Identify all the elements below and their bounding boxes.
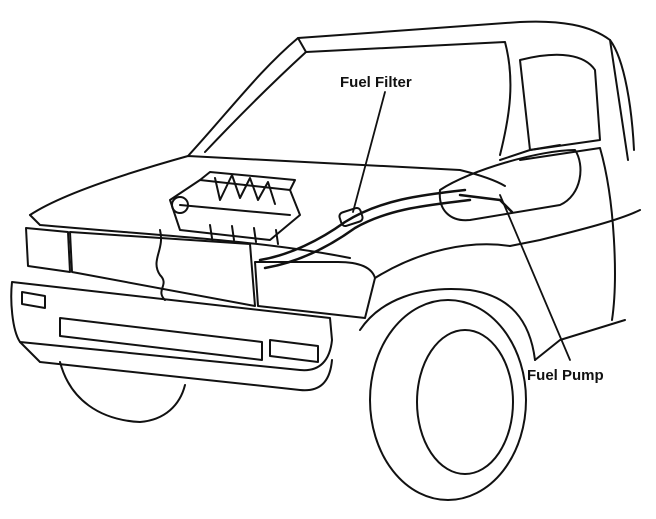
lower-body [534,319,626,361]
fog-light-left [21,291,46,309]
fuel-pump-leader [499,194,571,361]
fuel-filter-leader [352,91,386,213]
fuel-filter [338,206,364,228]
hood-front-edge [29,214,351,259]
roof-outline [187,20,635,157]
front-wheel-left [59,361,186,423]
fuel-filter-label: Fuel Filter [340,74,412,91]
bumper-lower [19,341,333,392]
cab-rear [509,209,641,247]
headlight-left [25,227,71,273]
wheel-arch [359,288,536,361]
fuel-line-2 [263,198,472,270]
front-wheel-right-hub [416,329,514,475]
engine-assembly [155,171,301,301]
fender-curve [374,243,511,279]
bumper-inner [59,317,263,361]
front-wheel-right [369,299,527,501]
fog-light-right [269,339,319,363]
side-window [519,53,601,151]
fuel-tank [438,149,582,222]
fuel-pump-label: Fuel Pump [527,367,604,384]
fuel-line-3 [458,193,514,214]
hood-outline [29,155,506,216]
rear-pillar [609,39,629,161]
fuel-tank-detail [499,144,561,161]
bumper-outline [10,281,333,372]
door-line [519,147,616,321]
roof-edge [297,37,307,53]
windshield [204,41,512,156]
headlight-right [254,261,376,319]
grille-outline [69,231,256,307]
fuel-line-1 [258,188,467,262]
